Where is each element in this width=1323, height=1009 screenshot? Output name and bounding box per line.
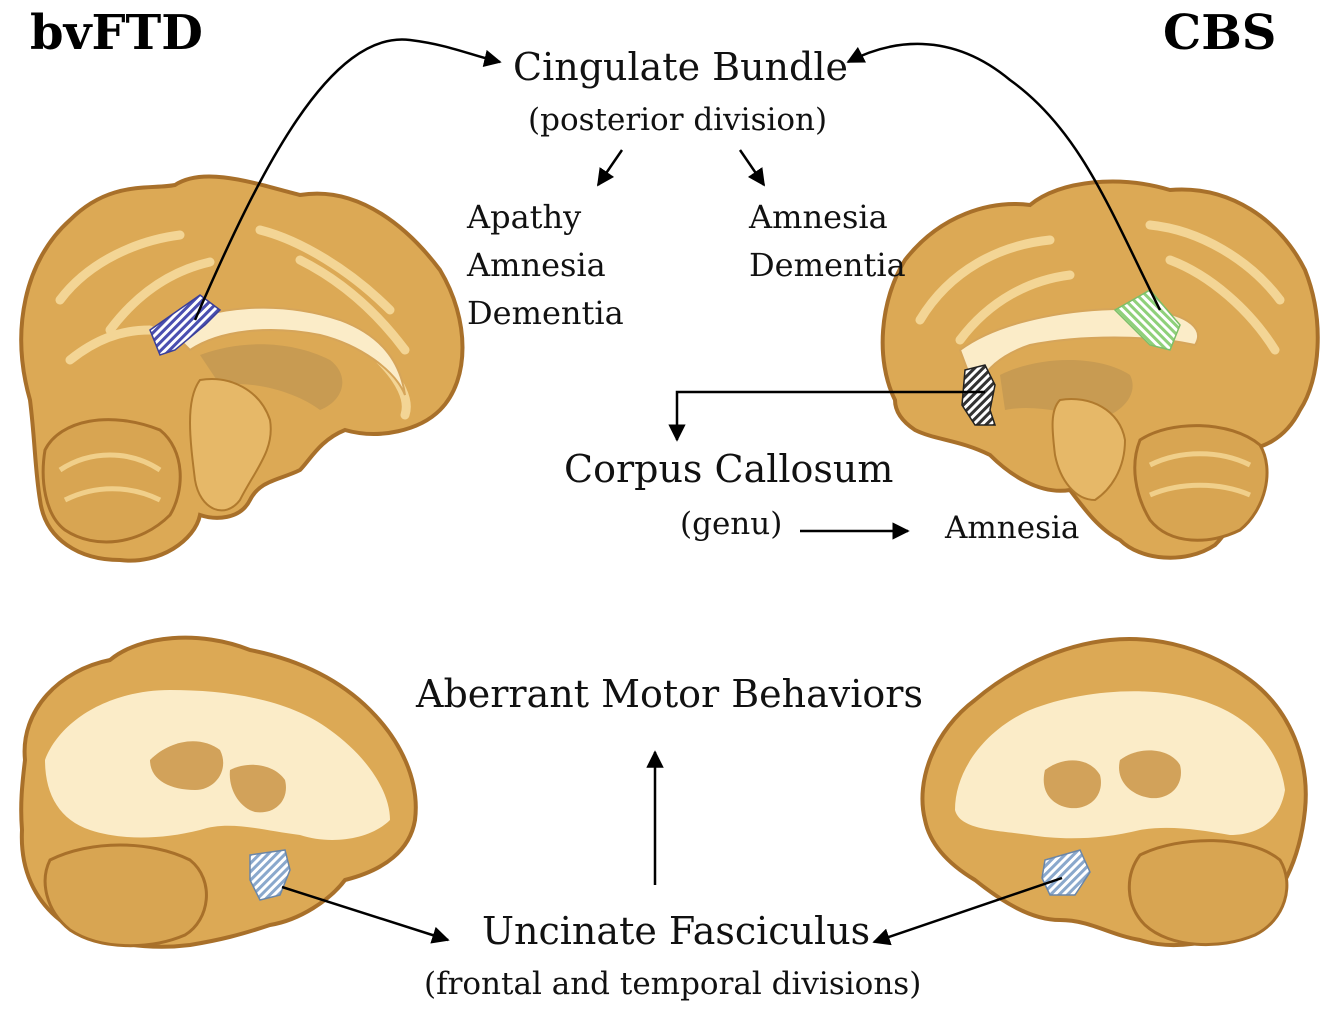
symptom-dementia: Dementia <box>467 289 624 337</box>
brain-coronal-cbs <box>922 639 1305 945</box>
corpus-callosum-symptom-label: Amnesia <box>945 512 1079 545</box>
symptom-apathy: Apathy <box>467 193 624 241</box>
brain-sagittal-bvftd <box>21 176 462 560</box>
group-title-cbs: CBS <box>1163 8 1276 58</box>
cingulate-bvftd-symptoms: Apathy Amnesia Dementia <box>467 193 624 337</box>
symptom-amnesia: Amnesia <box>467 241 624 289</box>
brain-coronal-bvftd <box>21 638 416 947</box>
cingulate-cbs-symptoms: Amnesia Dementia <box>749 193 906 289</box>
symptom-dementia: Dementia <box>749 241 906 289</box>
arrow-cingulate-to-left-symptoms <box>598 150 622 185</box>
uncinate-division-label: (frontal and temporal divisions) <box>424 968 921 1001</box>
aberrant-motor-label: Aberrant Motor Behaviors <box>416 675 923 715</box>
brain-sagittal-cbs <box>883 182 1318 558</box>
arrow-cingulate-to-right-symptoms <box>740 150 764 185</box>
corpus-callosum-division-label: (genu) <box>680 508 782 541</box>
uncinate-fasciculus-label: Uncinate Fasciculus <box>482 912 870 952</box>
cingulate-bundle-label: Cingulate Bundle <box>513 48 848 88</box>
symptom-amnesia: Amnesia <box>749 193 906 241</box>
corpus-callosum-label: Corpus Callosum <box>564 450 893 490</box>
cingulate-division-label: (posterior division) <box>528 104 827 137</box>
group-title-bvftd: bvFTD <box>30 8 203 58</box>
